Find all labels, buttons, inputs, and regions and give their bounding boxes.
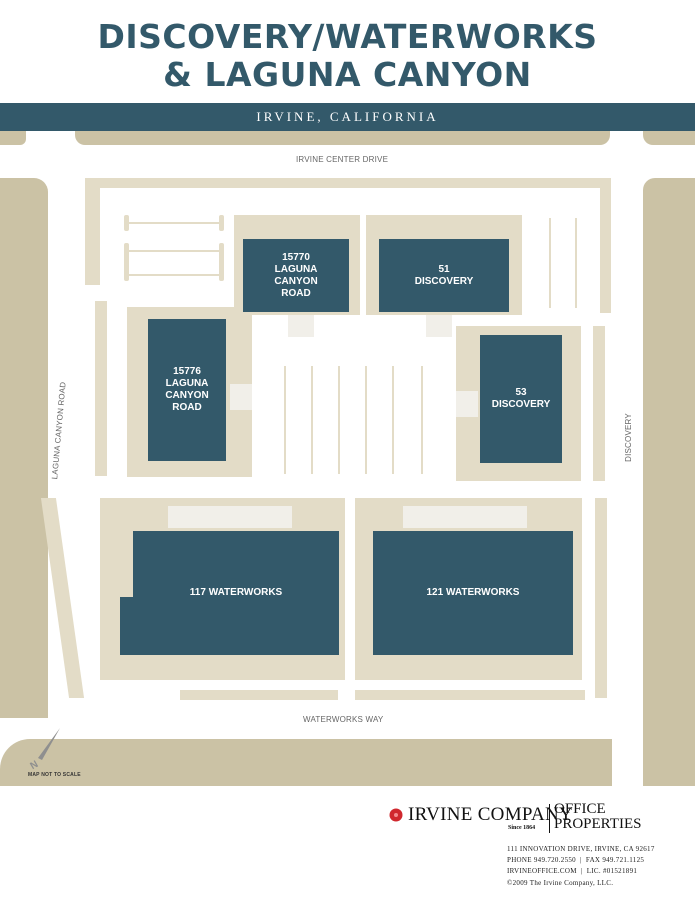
upper-lot-border-left [85,178,100,285]
sidewalk-east-lower [595,498,607,698]
parking-row [127,222,221,224]
page-title-line-1: DISCOVERY/WATERWORKS [97,17,598,56]
upper-lot-border-top [85,178,270,188]
building-label: DISCOVERY [491,399,551,410]
parking-cap [219,215,224,231]
north-arrow-icon: N [29,728,60,771]
plaza [230,384,252,410]
building-label: 15776 [173,366,201,377]
website-link[interactable]: IRVINEOFFICE.COM [507,867,577,875]
logo-divider [549,804,550,833]
building-label: ROAD [172,402,202,413]
scale-note: MAP NOT TO SCALE [28,772,81,778]
irvine-company-logo-icon [389,808,403,822]
pavement-53-right [593,326,605,481]
street-label-discovery: DISCOVERY [623,413,633,462]
upper-lot-border-right [600,178,611,313]
svg-text:N: N [29,759,41,771]
parking-row [575,218,577,308]
parking-row [311,366,313,474]
parking-row [127,274,221,276]
street-label-waterworks-way: WATERWORKS WAY [303,715,384,724]
pavement-15776 [95,301,107,476]
street-label-irvine-center-drive: IRVINE CENTER DRIVE [296,155,389,164]
company-name: IRVINE COMPANY [408,804,574,825]
location-subtitle: IRVINE, CALIFORNIA [256,109,439,124]
plaza [288,315,314,337]
building-label: CANYON [165,390,209,401]
parking-row [365,366,367,474]
web-license-line: IRVINEOFFICE.COM | LIC. #01521891 [507,867,638,875]
building-label: 15770 [282,251,310,263]
waterworks-way [0,739,612,786]
building-15770-laguna-canyon-road[interactable]: 15770 LAGUNA CANYON ROAD [243,239,349,312]
road-segment-top-center [75,131,610,145]
upper-lot-border-top-right [270,178,611,188]
building-label: 117 WATERWORKS [189,587,283,598]
site-map: IRVINE CENTER DRIVE WATERWORKS WAY LAGUN… [0,131,695,786]
since-label: Since 1864 [508,825,536,831]
building-label: CANYON [274,275,318,287]
parking-cap [219,243,224,281]
fax: FAX 949.721.1125 [585,856,645,864]
parking-row [284,366,286,474]
building-117-waterworks-wing [120,597,140,655]
road-segment-top-right [643,131,695,145]
division-line-2: PROPERTIES [554,816,642,832]
parking-cap [124,215,129,231]
building-label: 51 [438,263,450,275]
building-51-discovery[interactable]: 51 DISCOVERY [379,239,509,312]
building-117-waterworks[interactable]: 117 WATERWORKS [133,531,339,655]
building-label: DISCOVERY [414,275,474,287]
parking-cap [124,243,129,281]
plaza [168,506,292,528]
plaza [456,391,478,417]
building-label: LAGUNA [274,263,318,275]
road-segment-top-left [0,131,26,145]
division-line-1: OFFICE [554,801,606,817]
sidewalk-south [180,690,338,700]
discovery-road [643,178,695,786]
location-band [0,103,695,131]
parking-row [127,250,221,252]
street-label-laguna-canyon-road: LAGUNA CANYON ROAD [50,381,68,480]
phone: PHONE 949.720.2550 [507,856,576,864]
sidewalk-south [355,690,585,700]
parking-row [421,366,423,474]
building-label: LAGUNA [165,378,209,389]
building-label: ROAD [281,287,311,299]
building-15776-laguna-canyon-road[interactable]: 15776 LAGUNA CANYON ROAD [148,319,226,461]
building-121-waterworks[interactable]: 121 WATERWORKS [373,531,573,655]
phone-fax-line: PHONE 949.720.2550 | FAX 949.721.1125 [507,856,645,864]
plaza [403,506,527,528]
building-label: 53 [515,387,527,398]
plaza [426,315,452,337]
parking-row [338,366,340,474]
laguna-canyon-road [0,178,48,718]
address: 111 INNOVATION DRIVE, IRVINE, CA 92617 [507,845,655,853]
building-label: 121 WATERWORKS [426,587,520,598]
license: LIC. #01521891 [586,867,638,875]
page-title-line-2: & LAGUNA CANYON [163,55,532,94]
copyright: ©2009 The Irvine Company, LLC. [507,879,614,887]
building-53-discovery[interactable]: 53 DISCOVERY [480,335,562,463]
parking-row [549,218,551,308]
parking-row [392,366,394,474]
